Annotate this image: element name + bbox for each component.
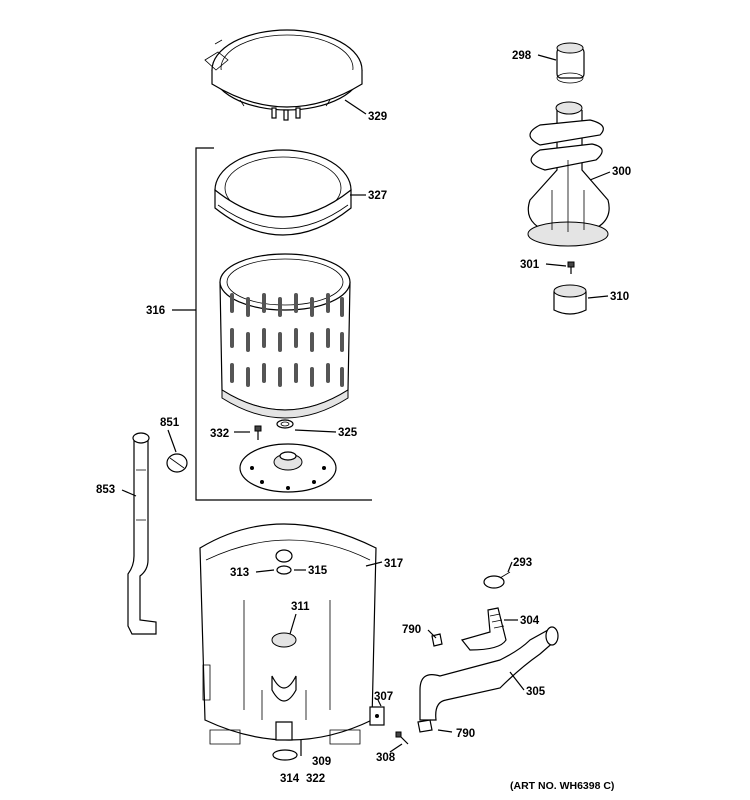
leader-lines — [121, 54, 611, 753]
part-labels: 329 327 316 332 325 851 853 298 300 301 … — [96, 50, 631, 785]
part-label-325: 325 — [338, 427, 358, 439]
part-label-313: 313 — [230, 567, 249, 579]
part-label-317: 317 — [384, 558, 403, 570]
part-label-307: 307 — [374, 691, 393, 703]
part-label-301: 301 — [520, 259, 540, 271]
part-label-310: 310 — [610, 291, 629, 303]
part-label-790-lower: 790 — [456, 728, 475, 740]
part-label-332: 332 — [210, 428, 229, 440]
part-label-316: 316 — [146, 305, 165, 317]
part-label-315: 315 — [308, 565, 328, 577]
part-label-293: 293 — [513, 557, 532, 569]
part-label-853: 853 — [96, 484, 115, 496]
balance-ring-drawing — [214, 149, 352, 236]
part-label-309: 309 — [312, 756, 331, 768]
part-label-300: 300 — [612, 166, 631, 178]
part-label-327: 327 — [368, 190, 387, 202]
art-number: (ART NO. WH6398 C) — [510, 780, 614, 792]
basket-group-bracket — [195, 147, 372, 501]
part-label-304: 304 — [520, 615, 540, 627]
part-label-851: 851 — [160, 417, 180, 429]
basket-drawing — [219, 253, 351, 419]
drain-hose-drawing — [127, 432, 188, 635]
part-label-298: 298 — [512, 50, 532, 62]
part-label-305: 305 — [526, 686, 546, 698]
hub-parts-drawing — [239, 419, 337, 493]
part-label-311: 311 — [291, 601, 310, 613]
part-label-314: 314 — [280, 773, 300, 785]
part-label-329: 329 — [368, 111, 387, 123]
part-label-308: 308 — [376, 752, 396, 764]
agitator-drawing — [527, 42, 610, 315]
part-label-322: 322 — [306, 773, 325, 785]
outer-tub-drawing — [199, 523, 377, 761]
pump-hoses-drawing — [369, 571, 559, 745]
part-label-790-upper: 790 — [402, 624, 421, 636]
basket-perforations — [230, 293, 344, 387]
tub-cover-drawing — [204, 29, 363, 121]
